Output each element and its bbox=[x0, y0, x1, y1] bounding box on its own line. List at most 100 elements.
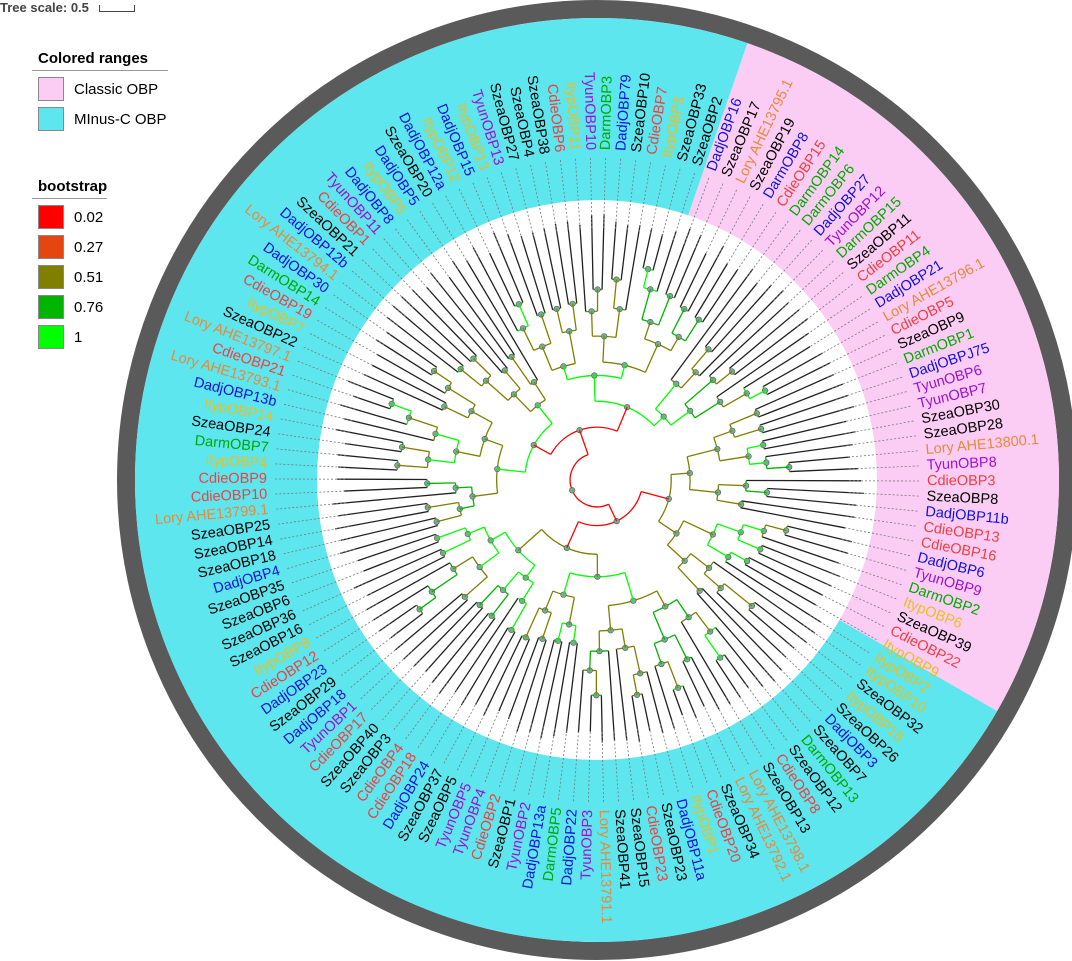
branch-line bbox=[613, 279, 618, 309]
leaf-label: CdieOBP6 bbox=[544, 83, 568, 153]
branch-line bbox=[761, 536, 839, 564]
branch-line bbox=[724, 583, 753, 607]
leaf-guide bbox=[848, 465, 921, 470]
leaf-guide bbox=[456, 706, 489, 773]
leaf-guide bbox=[613, 731, 620, 804]
branch-line bbox=[615, 308, 621, 338]
branch-line bbox=[730, 551, 748, 562]
branch-line bbox=[489, 252, 516, 307]
leaf-guide bbox=[838, 550, 909, 572]
branch-line bbox=[433, 370, 452, 384]
leaf-guide bbox=[285, 388, 356, 410]
leaf-guide bbox=[788, 643, 844, 691]
leaf-guide bbox=[682, 716, 709, 785]
branch-line bbox=[506, 233, 538, 317]
branch-line bbox=[589, 695, 592, 732]
branch-line bbox=[789, 467, 859, 473]
bootstrap-swatch-3 bbox=[38, 295, 64, 319]
leaf-guide bbox=[348, 642, 405, 690]
branch-line bbox=[761, 544, 841, 578]
branch-line bbox=[498, 638, 531, 712]
branch-line bbox=[758, 552, 832, 587]
leaf-guide bbox=[671, 720, 694, 790]
branch-line bbox=[652, 233, 664, 271]
branch-line bbox=[682, 661, 705, 707]
branch-line bbox=[784, 534, 849, 555]
leaf-label: CdieOBP10 bbox=[190, 486, 267, 505]
leaf-guide bbox=[393, 227, 440, 284]
leaf-guide bbox=[835, 376, 905, 400]
leaf-guide bbox=[276, 433, 348, 445]
branch-line bbox=[460, 627, 509, 706]
branch-line bbox=[340, 517, 436, 542]
bootstrap-swatch-1 bbox=[38, 235, 64, 259]
branch-line bbox=[340, 524, 438, 554]
branch-line bbox=[748, 609, 795, 649]
branch-line bbox=[708, 302, 789, 377]
branch-line bbox=[666, 544, 686, 562]
leaf-guide bbox=[809, 614, 871, 655]
leaf-guide bbox=[716, 194, 752, 259]
branch-line bbox=[754, 601, 808, 644]
leaf-guide bbox=[572, 731, 579, 804]
branch-line bbox=[338, 466, 398, 471]
legend-item-classic: Classic OBP bbox=[38, 77, 178, 101]
leaf-guide bbox=[826, 583, 893, 614]
tree-scale: Tree scale: 0.5 bbox=[0, 0, 135, 15]
leaf-guide bbox=[755, 228, 802, 285]
branch-line bbox=[451, 260, 516, 356]
leaf-guide bbox=[601, 731, 604, 804]
branch-line bbox=[471, 410, 493, 424]
leaf-guide bbox=[274, 448, 347, 457]
branch-line bbox=[749, 389, 766, 400]
bootstrap-label-0: 0.02 bbox=[74, 208, 104, 226]
branch-line bbox=[386, 316, 459, 373]
branch-line bbox=[578, 429, 589, 455]
branch-line bbox=[729, 309, 800, 369]
leaf-guide bbox=[500, 170, 523, 240]
branch-line bbox=[502, 571, 519, 591]
leaf-guide bbox=[648, 726, 665, 798]
branch-line bbox=[690, 656, 720, 710]
bootstrap-label-3: 0.76 bbox=[74, 298, 104, 316]
branch-line bbox=[743, 345, 811, 389]
branch-line bbox=[337, 454, 398, 462]
branch-line bbox=[696, 592, 775, 682]
branch-line bbox=[352, 395, 391, 410]
leaf-guide bbox=[848, 492, 921, 497]
leaf-guide bbox=[404, 682, 448, 741]
leaf-guide bbox=[514, 166, 534, 237]
leaf-guide bbox=[278, 418, 350, 433]
branch-line bbox=[438, 617, 496, 695]
branch-line bbox=[766, 495, 857, 506]
branch-line bbox=[673, 234, 702, 299]
leaf-guide bbox=[371, 247, 422, 300]
branch-line bbox=[670, 336, 680, 352]
branch-line bbox=[684, 379, 714, 405]
leaf-guide bbox=[281, 537, 352, 555]
leaf-guide bbox=[285, 548, 355, 570]
tree-scale-bar bbox=[98, 5, 135, 13]
bootstrap-node bbox=[709, 531, 716, 538]
branch-line bbox=[674, 634, 688, 660]
branch-line bbox=[331, 492, 457, 505]
branch-line bbox=[504, 370, 521, 390]
leaf-guide bbox=[638, 160, 652, 232]
branch-line bbox=[620, 225, 629, 281]
leaf-guide bbox=[529, 162, 546, 234]
branch-line bbox=[566, 521, 580, 549]
leaf-guide bbox=[527, 726, 544, 797]
leaf-label: CdieOBP9 bbox=[198, 471, 267, 487]
branch-line bbox=[653, 416, 665, 427]
branch-line bbox=[485, 380, 509, 401]
branch-line bbox=[479, 552, 500, 568]
leaf-guide bbox=[360, 258, 414, 308]
bootstrap-node bbox=[630, 597, 637, 604]
branch-line bbox=[507, 637, 540, 720]
branch-line bbox=[716, 591, 787, 658]
branch-line bbox=[600, 695, 603, 743]
branch-line bbox=[593, 375, 596, 402]
branch-line bbox=[689, 488, 719, 494]
bootstrap-label-4: 1 bbox=[74, 328, 83, 346]
branch-line bbox=[448, 276, 510, 360]
